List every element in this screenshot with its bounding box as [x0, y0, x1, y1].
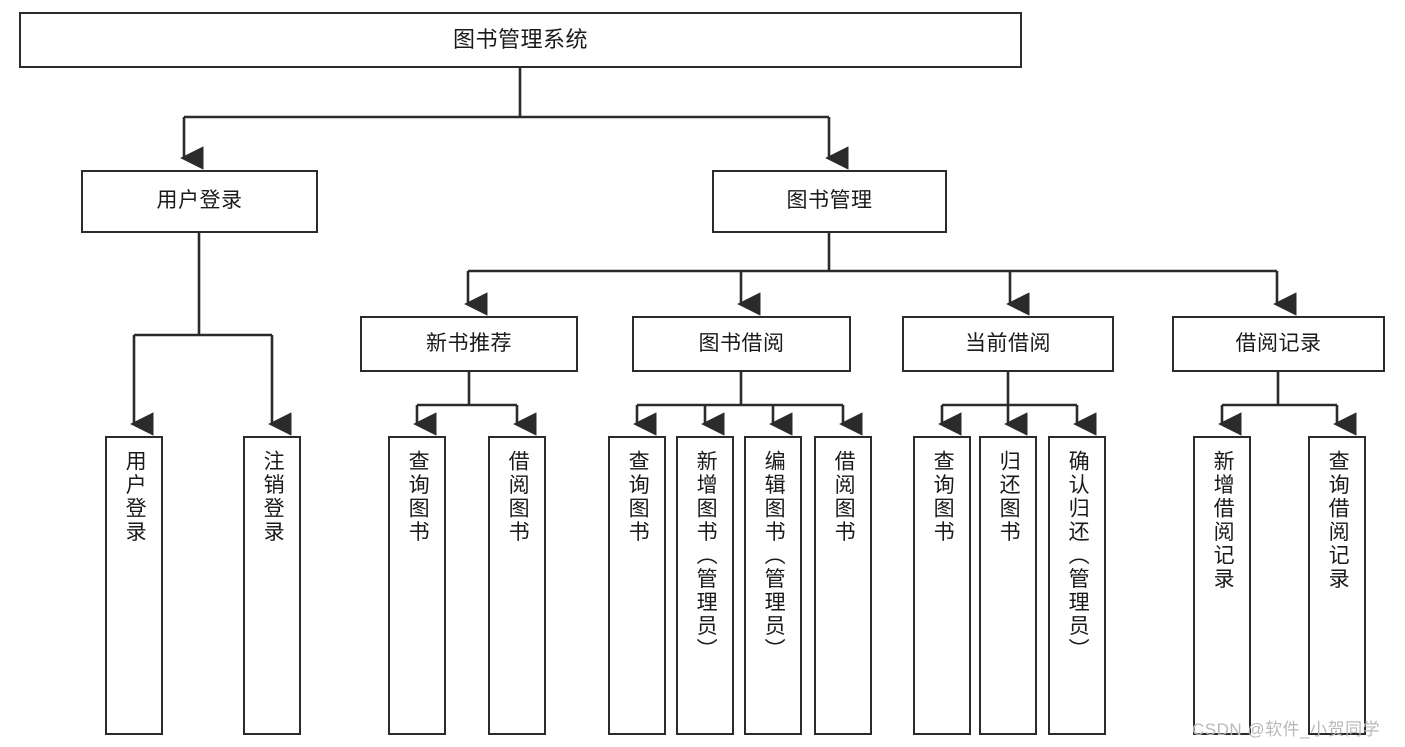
watermark-credit: CSDN @软件_小贺同学: [1192, 720, 1381, 739]
node-label: 借阅图书: [506, 450, 530, 544]
node-label: 查询借阅记录: [1326, 450, 1350, 591]
node-borrow-record[interactable]: 借阅记录: [1172, 316, 1385, 372]
node-label: 图书管理系统: [452, 27, 588, 53]
leaf-edit-book-admin[interactable]: 编辑图书（管理员）: [744, 436, 802, 735]
leaf-query-book-borrow[interactable]: 查询图书: [608, 436, 666, 735]
node-label: 图书管理: [786, 189, 873, 213]
leaf-user-login[interactable]: 用户登录: [105, 436, 163, 735]
leaf-add-borrow-record[interactable]: 新增借阅记录: [1193, 436, 1251, 735]
leaf-confirm-return-admin[interactable]: 确认归还（管理员）: [1048, 436, 1106, 735]
node-label: 查询图书: [626, 450, 650, 544]
node-label: 用户登录: [123, 450, 147, 544]
node-root-system[interactable]: 图书管理系统: [19, 12, 1022, 68]
node-label: 归还图书: [997, 450, 1021, 544]
leaf-query-book-current[interactable]: 查询图书: [913, 436, 971, 735]
node-label: 注销登录: [261, 450, 285, 544]
leaf-query-book-recommend[interactable]: 查询图书: [388, 436, 446, 735]
node-book-borrow[interactable]: 图书借阅: [632, 316, 851, 372]
leaf-logout[interactable]: 注销登录: [243, 436, 301, 735]
node-label: 查询图书: [406, 450, 430, 544]
leaf-borrow-book[interactable]: 借阅图书: [814, 436, 872, 735]
leaf-return-book[interactable]: 归还图书: [979, 436, 1037, 735]
node-label: 当前借阅: [965, 331, 1051, 355]
leaf-add-book-admin[interactable]: 新增图书（管理员）: [676, 436, 734, 735]
node-label: 确认归还（管理员）: [1066, 450, 1090, 662]
node-label: 编辑图书（管理员）: [762, 450, 786, 662]
node-label: 新增借阅记录: [1211, 450, 1235, 591]
node-label: 新书推荐: [426, 331, 512, 355]
node-label: 借阅图书: [832, 450, 856, 544]
node-book-management[interactable]: 图书管理: [712, 170, 947, 233]
node-label: 图书借阅: [698, 331, 785, 355]
node-label: 新增图书（管理员）: [694, 450, 718, 662]
node-label: 借阅记录: [1235, 331, 1322, 355]
leaf-borrow-book-recommend[interactable]: 借阅图书: [488, 436, 546, 735]
node-current-borrow[interactable]: 当前借阅: [902, 316, 1114, 372]
leaf-query-borrow-record[interactable]: 查询借阅记录: [1308, 436, 1366, 735]
node-label: 用户登录: [156, 189, 243, 213]
node-label: 查询图书: [931, 450, 955, 544]
node-new-book-recommend[interactable]: 新书推荐: [360, 316, 578, 372]
node-user-login[interactable]: 用户登录: [81, 170, 318, 233]
